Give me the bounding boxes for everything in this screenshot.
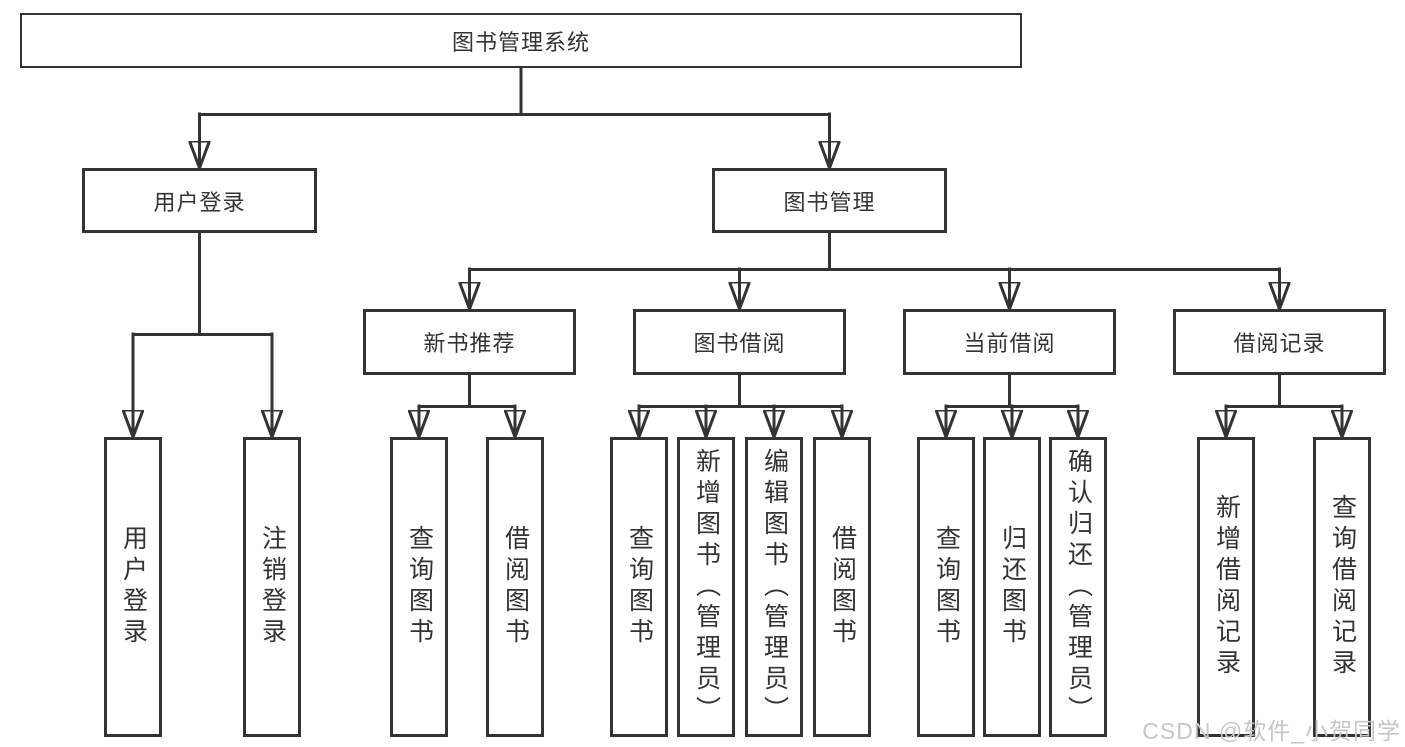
node-user-login: 用户登录 (82, 168, 317, 233)
node-current-borrow: 当前借阅 (903, 309, 1116, 375)
leaf-add-borrow-record: 新增借阅记录 (1197, 437, 1255, 737)
leaf-query-book-recommend: 查询图书 (390, 437, 448, 737)
node-borrow-record: 借阅记录 (1173, 309, 1386, 375)
leaf-return-book: 归还图书 (983, 437, 1041, 737)
leaf-edit-book-admin: 编辑图书（管理员） (745, 437, 803, 737)
node-new-book-recommend: 新书推荐 (363, 309, 576, 375)
leaf-confirm-return-admin: 确认归还（管理员） (1049, 437, 1107, 737)
leaf-user-login: 用户登录 (104, 437, 162, 737)
node-book-management: 图书管理 (712, 168, 947, 233)
node-book-borrow: 图书借阅 (633, 309, 846, 375)
leaf-logout: 注销登录 (243, 437, 301, 737)
leaf-query-borrow-record: 查询借阅记录 (1313, 437, 1371, 737)
leaf-borrow-book: 借阅图书 (813, 437, 871, 737)
leaf-borrow-book-recommend: 借阅图书 (486, 437, 544, 737)
leaf-add-book-admin: 新增图书（管理员） (677, 437, 735, 737)
leaf-query-book-borrow: 查询图书 (610, 437, 668, 737)
connector-bus-lines (131, 66, 1344, 408)
csdn-watermark: CSDN @软件_小贺同学 (1142, 718, 1401, 744)
leaf-query-book-current: 查询图书 (917, 437, 975, 737)
node-library-management-system: 图书管理系统 (20, 13, 1022, 68)
